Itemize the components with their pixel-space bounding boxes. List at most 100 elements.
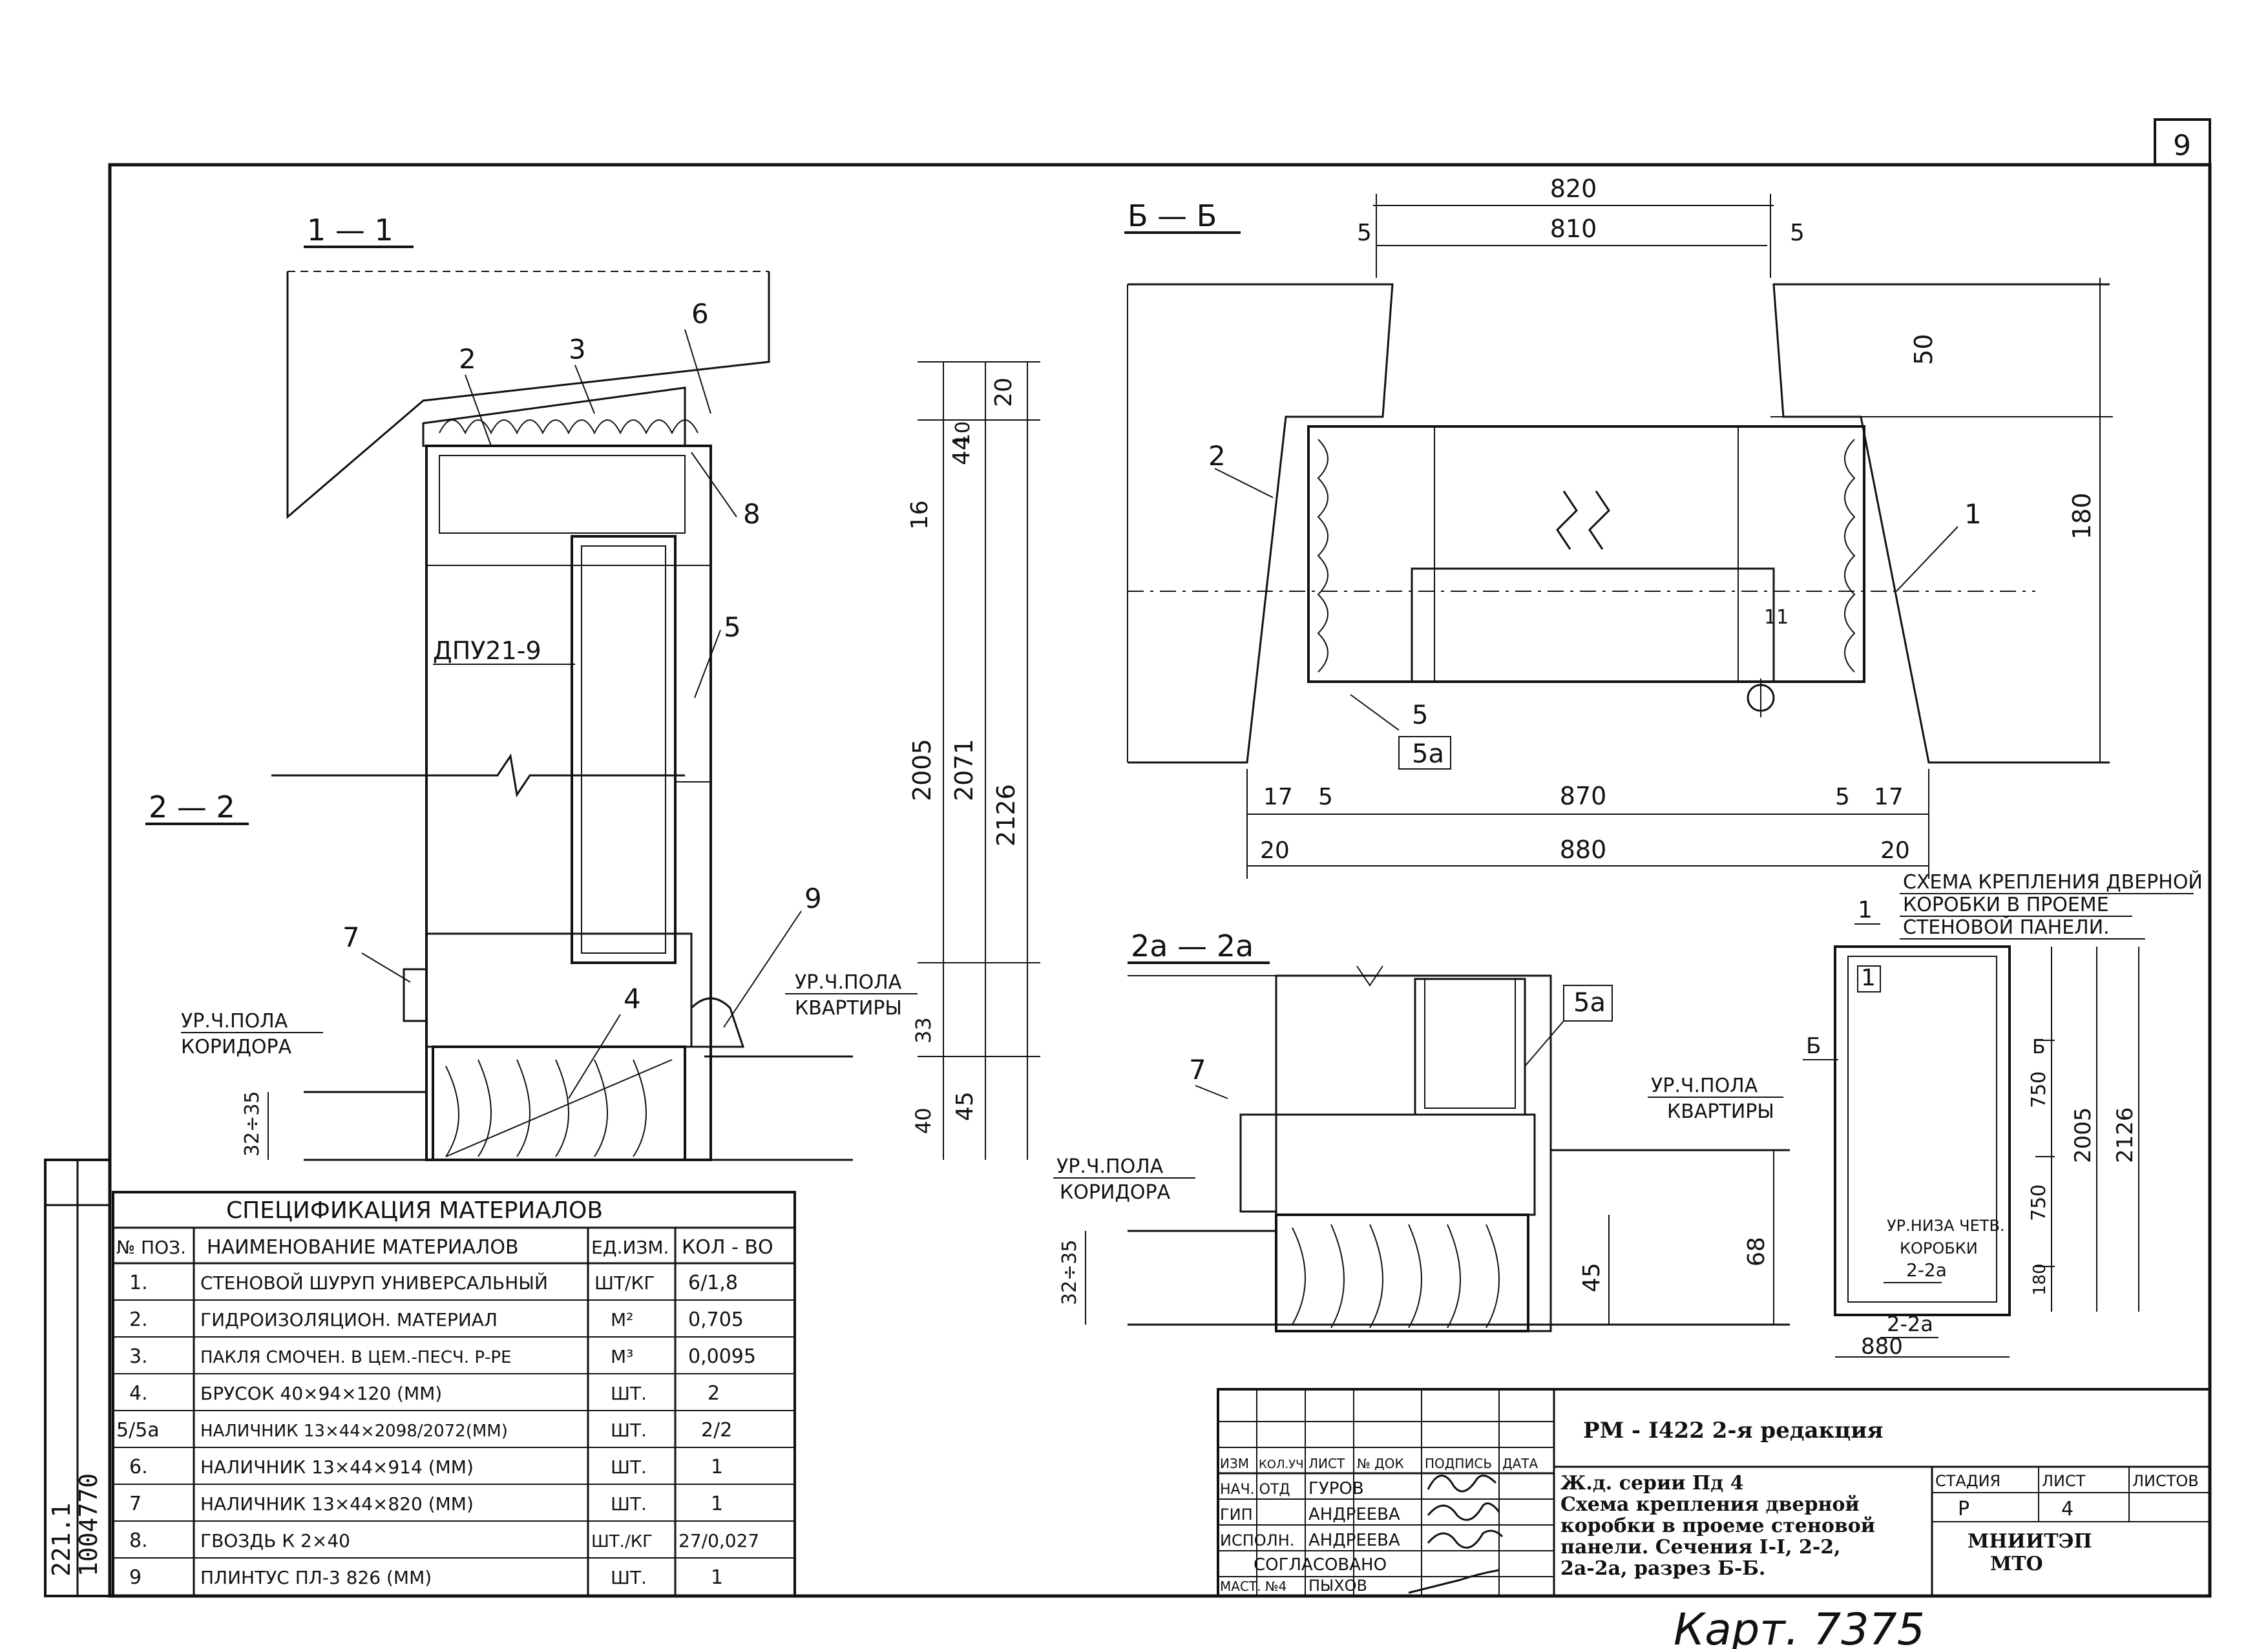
dim-33: 33 [911, 1017, 936, 1044]
floor-corridor-2a-1: УР.Ч.ПОЛА [1056, 1155, 1164, 1178]
pos-7-2a: 7 [1189, 1054, 1206, 1086]
spec-cell: 6/1,8 [688, 1272, 738, 1294]
dim-5-left: 5 [1357, 220, 1372, 246]
table-row: 4. БРУСОК 40×94×120 (ММ) ШТ. 2 [129, 1382, 720, 1405]
spec-cell: 1. [129, 1272, 148, 1294]
floor-apartment-2a-2: КВАРТИРЫ [1667, 1100, 1774, 1123]
spec-cell: 1 [711, 1456, 723, 1478]
spec-cell: ПАКЛЯ СМОЧЕН. В ЦЕМ.-ПЕСЧ. Р-РЕ [200, 1348, 512, 1367]
pos-7-label: 7 [342, 921, 360, 953]
dim-20-right: 20 [1880, 837, 1910, 864]
dim-32-35-2a: 32÷35 [1058, 1240, 1081, 1305]
dim-820: 820 [1550, 174, 1597, 203]
floor-apartment-2a-1: УР.Ч.ПОЛА [1651, 1075, 1758, 1097]
title-block: ИЗМ КОЛ.УЧ ЛИСТ № ДОК ПОДПИСЬ ДАТА НАЧ. … [1217, 1388, 2211, 1597]
stamp-sheet: 4 [2061, 1498, 2074, 1520]
spec-cell: ШТ. [611, 1456, 647, 1478]
stamp-org-2: МТО [1990, 1553, 2043, 1575]
stamp-desc-4: панели. Сечения I-I, 2-2, [1560, 1536, 1841, 1559]
dim-16: 16 [907, 500, 933, 530]
spec-cell: ШТ. [611, 1420, 647, 1441]
dim-5-bottom-right: 5 [1835, 784, 1850, 810]
dim-2071: 2071 [950, 739, 978, 801]
spec-header-qty: КОЛ - ВО [682, 1236, 773, 1259]
pos-1-bb: 1 [1964, 498, 1982, 530]
spec-cell: ШТ/КГ [594, 1272, 655, 1294]
stamp-sheet-header: ЛИСТ [2042, 1472, 2086, 1490]
dim-5-right: 5 [1790, 220, 1805, 246]
spec-cell: 1 [711, 1566, 723, 1589]
specification-table: СПЕЦИФИКАЦИЯ МАТЕРИАЛОВ № ПОЗ. НАИМЕНОВА… [112, 1191, 796, 1597]
spec-cell: НАЛИЧНИК 13×44×2098/2072(ММ) [200, 1422, 508, 1441]
section-title-2a-2a: 2а — 2а [1131, 929, 1254, 963]
spec-cell: НАЛИЧНИК 13×44×820 (ММ) [200, 1493, 474, 1515]
stamp-col-list: ЛИСТ [1308, 1456, 1345, 1471]
pos-2-label: 2 [459, 343, 476, 375]
scheme-title-3: СТЕНОВОЙ ПАНЕЛИ. [1903, 916, 2110, 939]
dim-20-left: 20 [1260, 837, 1290, 864]
signature-3 [1427, 1529, 1504, 1549]
dim-180: 180 [2068, 492, 2096, 540]
pos-4-label: 4 [624, 983, 641, 1014]
dim-880: 880 [1560, 835, 1607, 864]
table-row: 7 НАЛИЧНИК 13×44×820 (ММ) ШТ. 1 [129, 1493, 723, 1515]
sheet-frame: 9 1004770 221.1 [44, 118, 2212, 1598]
stamp-stage-header: СТАДИЯ [1935, 1472, 2000, 1490]
spec-cell: 3. [129, 1345, 148, 1368]
scheme-cut-b-right: Б [2032, 1036, 2046, 1058]
dim-20: 20 [991, 377, 1017, 407]
dim-45-2a: 45 [1579, 1263, 1605, 1292]
floor-corridor-label-1: УР.Ч.ПОЛА [181, 1010, 288, 1033]
dim-2126: 2126 [992, 784, 1020, 846]
floor-apartment-label-2: КВАРТИРЫ [795, 997, 902, 1020]
spec-cell: НАЛИЧНИК 13×44×914 (ММ) [200, 1456, 474, 1478]
dim-17-right: 17 [1874, 784, 1904, 810]
stamp-role-mast: МАСТ. №4 [1220, 1579, 1286, 1594]
spec-cell: 6. [129, 1456, 148, 1478]
stamp-role-nach: НАЧ. ОТД [1220, 1482, 1290, 1498]
floor-corridor-2a-2: КОРИДОРА [1060, 1181, 1171, 1204]
pos-5-label: 5 [724, 611, 741, 643]
stamp-col-izm: ИЗМ [1220, 1456, 1249, 1471]
stamp-stage: Р [1958, 1498, 1969, 1520]
dim-44: 44 [949, 436, 975, 465]
dim-2005: 2005 [908, 739, 936, 801]
spec-cell: 8. [129, 1529, 148, 1552]
stamp-desc-5: 2а-2а, разрез Б-Б. [1560, 1557, 1765, 1580]
scheme-dim-180: 180 [2030, 1263, 2050, 1296]
scheme-title-2: КОРОБКИ В ПРОЕМЕ [1903, 894, 2109, 916]
scheme-note-1: УР.НИЗА ЧЕТВ. [1887, 1217, 2005, 1235]
spec-cell: 0,0095 [688, 1345, 756, 1368]
stamp-desc-1: Ж.д. серии Пд 4 [1560, 1472, 1744, 1495]
pos-5a-bb: 5а [1412, 739, 1444, 769]
spec-cell: М² [611, 1309, 633, 1330]
scheme-dim-880: 880 [1861, 1334, 1903, 1360]
stamp-role-soglas: СОГЛАСОВАНО [1254, 1555, 1387, 1575]
signature-2 [1427, 1502, 1500, 1521]
spec-header-pos: № ПОЗ. [116, 1237, 186, 1258]
table-row: 3. ПАКЛЯ СМОЧЕН. В ЦЕМ.-ПЕСЧ. Р-РЕ М³ 0,… [129, 1345, 756, 1368]
scheme-note-3: 2-2а [1906, 1259, 1947, 1281]
stamp-col-date: ДАТА [1502, 1456, 1538, 1471]
spec-title: СПЕЦИФИКАЦИЯ МАТЕРИАЛОВ [226, 1197, 603, 1224]
spec-cell: 9 [129, 1566, 142, 1589]
scheme-dim-750-top: 750 [2028, 1071, 2050, 1108]
stamp-col-ndok: № ДОК [1357, 1456, 1404, 1471]
stamp-name-pykhov: ПЫХОВ [1308, 1577, 1367, 1595]
scheme-dim-2126: 2126 [2112, 1107, 2138, 1163]
table-row: 8. ГВОЗДЬ К 2×40 ШТ./КГ 27/0,027 [129, 1529, 759, 1552]
section-1-1: 1 — 1 2 — 2 2 3 6 [145, 213, 1040, 1161]
table-row: 6. НАЛИЧНИК 13×44×914 (ММ) ШТ. 1 [129, 1456, 723, 1478]
spec-cell: 0,705 [688, 1308, 744, 1331]
spec-header-name: НАИМЕНОВАНИЕ МАТЕРИАЛОВ [207, 1236, 519, 1259]
section-2a-2a: 2а — 2а 7 5а УР.Ч.ПОЛА КВАРТИРЫ УР.Ч.ПОЛ… [1053, 929, 1790, 1332]
table-row: 5/5а НАЛИЧНИК 13×44×2098/2072(ММ) ШТ. 2/… [116, 1419, 732, 1442]
spec-cell: 7 [129, 1493, 142, 1515]
scheme-dim-2005: 2005 [2070, 1107, 2096, 1163]
table-row: 2. ГИДРОИЗОЛЯЦИОН. МАТЕРИАЛ М² 0,705 [129, 1308, 744, 1331]
dim-5-bottom-left: 5 [1318, 784, 1333, 810]
scheme-cut-1: 1 [1858, 897, 1873, 923]
dim-50: 50 [1909, 334, 1938, 365]
stamp-code: РМ - I422 2-я редакция [1583, 1418, 1884, 1444]
